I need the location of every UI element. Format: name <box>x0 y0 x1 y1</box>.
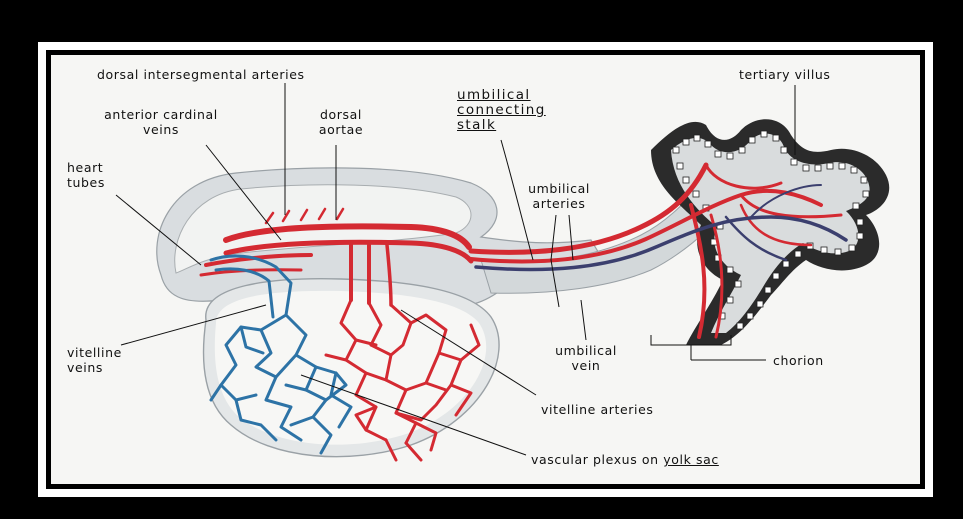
label-dorsal-intersegmental-arteries: dorsal intersegmental arteries <box>97 67 305 82</box>
label-vitelline-veins: vitelline veins <box>67 345 122 375</box>
label-heart-tubes-line1: heart <box>67 160 105 175</box>
label-vascular-plexus-prefix: vascular plexus on <box>531 452 663 467</box>
label-dorsal-aortae-line1: dorsal <box>306 107 376 122</box>
label-vitelline-veins-line1: vitelline <box>67 345 122 360</box>
diagram-canvas: dorsal intersegmental arteries anterior … <box>51 55 920 484</box>
label-heart-tubes: heart tubes <box>67 160 105 190</box>
label-vitelline-veins-line2: veins <box>67 360 122 375</box>
label-umbilical-vein-line2: vein <box>546 358 626 373</box>
label-dorsal-aortae-line2: aortae <box>306 122 376 137</box>
label-anterior-cardinal-veins: anterior cardinal veins <box>76 107 246 137</box>
label-umbilical-vein: umbilical vein <box>546 343 626 373</box>
label-dorsal-aortae: dorsal aortae <box>306 107 376 137</box>
label-umbilical-stalk-line3: stalk <box>457 118 546 133</box>
label-umbilical-arteries-line2: arteries <box>519 196 599 211</box>
label-umbilical-vein-line1: umbilical <box>546 343 626 358</box>
label-heart-tubes-line2: tubes <box>67 175 105 190</box>
label-vascular-plexus: vascular plexus on yolk sac <box>531 452 719 467</box>
label-chorion: chorion <box>773 353 824 368</box>
label-umbilical-stalk-line2: connecting <box>457 103 546 118</box>
label-umbilical-connecting-stalk: umbilical connecting stalk <box>457 88 546 133</box>
label-anterior-cardinal-line1: anterior cardinal <box>76 107 246 122</box>
label-vitelline-arteries: vitelline arteries <box>541 402 653 417</box>
label-umbilical-stalk-line1: umbilical <box>457 88 546 103</box>
label-anterior-cardinal-line2: veins <box>76 122 246 137</box>
label-umbilical-arteries: umbilical arteries <box>519 181 599 211</box>
label-tertiary-villus: tertiary villus <box>739 67 831 82</box>
label-yolk-sac: yolk sac <box>663 452 719 467</box>
label-umbilical-arteries-line1: umbilical <box>519 181 599 196</box>
